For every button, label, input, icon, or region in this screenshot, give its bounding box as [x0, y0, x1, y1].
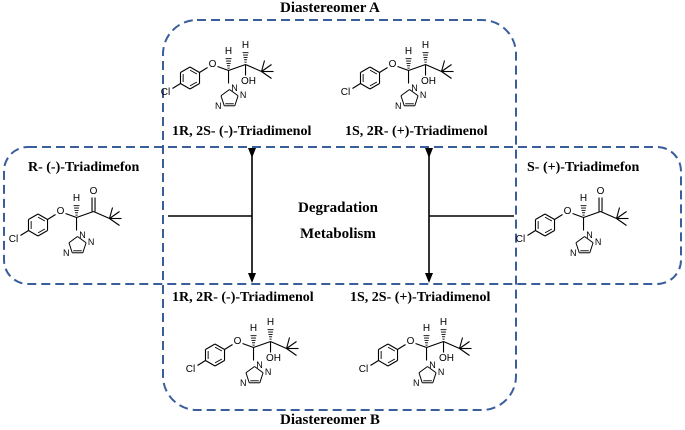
hydroxyl-group: OH: [439, 353, 454, 364]
triazole-nitrogen-1: N: [79, 230, 86, 240]
carbonyl-oxygen: O: [597, 186, 605, 197]
hydrogen-atom: H: [250, 323, 257, 334]
metabolism-label: Metabolism: [300, 226, 376, 242]
triazole-nitrogen-2: N: [420, 90, 427, 100]
hydroxyl-group: OH: [241, 76, 256, 87]
triazole-nitrogen-1: N: [411, 83, 418, 93]
chlorine-atom: Cl: [9, 234, 18, 245]
triadimefon-frame: [3, 146, 682, 285]
triazole-nitrogen-4: N: [63, 248, 69, 258]
hydrogen-atom-2: H: [422, 40, 429, 51]
triazole-nitrogen-4: N: [215, 101, 222, 111]
hydrogen-atom: H: [225, 46, 232, 57]
hydroxyl-group: OH: [421, 76, 436, 87]
triazole-nitrogen-4: N: [413, 378, 420, 388]
hydrogen-atom: H: [423, 323, 430, 334]
hydrogen-atom-2: H: [440, 317, 447, 328]
triazole-nitrogen-2: N: [88, 237, 95, 247]
triazole-nitrogen-1: N: [429, 360, 436, 370]
triazole-nitrogen-4: N: [570, 248, 577, 258]
hydroxyl-group: OH: [266, 353, 281, 364]
triazole-nitrogen-4: N: [395, 101, 402, 111]
chlorine-atom: Cl: [341, 87, 350, 98]
triazole-nitrogen-1: N: [231, 83, 238, 93]
triadimenol-1r2s-label: 1R, 2S- (-)-Triadimenol: [172, 124, 312, 139]
chlorine-atom: Cl: [359, 364, 368, 375]
triazole-nitrogen-2: N: [595, 237, 602, 247]
triazole-nitrogen-2: N: [265, 367, 272, 377]
diastereomer-a-title: Diastereomer A: [280, 0, 380, 16]
triadimenol-1s2r-label: 1S, 2R- (+)-Triadimenol: [345, 124, 488, 139]
degradation-label: Degradation: [298, 200, 378, 216]
triazole-nitrogen-4: N: [240, 378, 247, 388]
triazole-nitrogen-1: N: [586, 230, 593, 240]
r-triadimefon-label: R- (-)-Triadimefon: [28, 160, 140, 175]
carbonyl-oxygen: O: [90, 186, 98, 197]
hydrogen-atom: H: [405, 46, 412, 57]
hydrogen-atom: H: [73, 193, 80, 204]
diastereomer-b-title: Diastereomer B: [280, 412, 380, 428]
triazole-nitrogen-2: N: [240, 90, 247, 100]
chlorine-atom: Cl: [516, 234, 525, 245]
triazole-nitrogen-1: N: [256, 360, 263, 370]
ether-oxygen: O: [564, 206, 572, 217]
hydrogen-atom-2: H: [242, 40, 249, 51]
ether-oxygen: O: [234, 336, 242, 347]
ether-oxygen: O: [57, 206, 65, 217]
diastereomer-a-b-frame: [162, 19, 517, 411]
chlorine-atom: Cl: [186, 364, 195, 375]
triazole-nitrogen-2: N: [438, 367, 445, 377]
triadimenol-1s2s-label: 1S, 2S- (+)-Triadimenol: [350, 290, 491, 305]
chlorine-atom: Cl: [161, 87, 170, 98]
ether-oxygen: O: [389, 59, 397, 70]
s-triadimefon-label: S- (+)-Triadimefon: [527, 160, 640, 175]
ether-oxygen: O: [407, 336, 415, 347]
hydrogen-atom: H: [580, 193, 587, 204]
ether-oxygen: O: [209, 59, 217, 70]
hydrogen-atom-2: H: [267, 317, 274, 328]
triadimenol-1r2r-label: 1R, 2R- (-)-Triadimenol: [172, 290, 314, 305]
